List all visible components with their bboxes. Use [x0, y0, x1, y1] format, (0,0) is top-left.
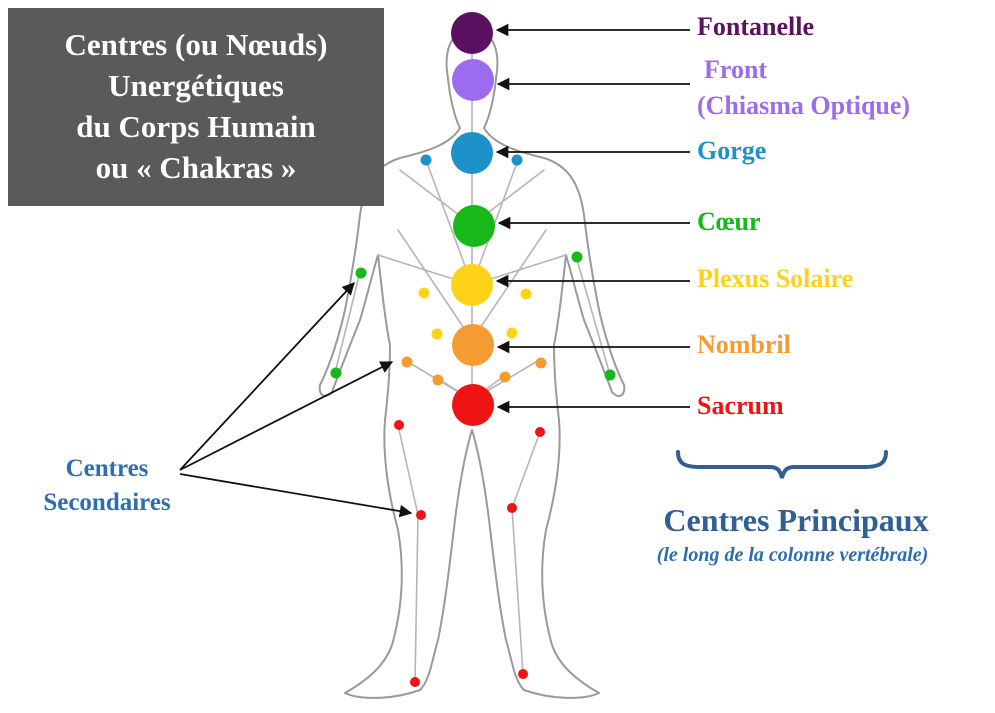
secondary-centre: [535, 357, 547, 369]
centre-nombril: [452, 324, 494, 366]
secondary-centre: [571, 251, 583, 263]
label-front: Front: [704, 55, 768, 84]
centre-gorge: [451, 132, 493, 174]
secondary-centre: [507, 503, 517, 513]
label-sacrum: Sacrum: [697, 391, 784, 420]
secondary-centre: [518, 669, 528, 679]
principal-group-subtitle: (le long de la colonne vertébrale): [656, 544, 929, 566]
centre-sacrum: [452, 384, 494, 426]
label-arrows: [179, 23, 690, 518]
label-nombril: Nombril: [697, 330, 791, 359]
secondary-centre: [418, 287, 430, 299]
principal-brace: [676, 450, 888, 479]
secondary-centre: [420, 154, 432, 166]
centre-front: [452, 59, 494, 101]
centre-fontanelle: [451, 12, 493, 54]
secondary-centre: [416, 510, 426, 520]
principal-centres: [451, 12, 495, 426]
secondary-centres: [330, 154, 616, 687]
secondary-centre: [432, 374, 444, 386]
secondary-centre: [355, 267, 367, 279]
arrow-secondary-wrist: [179, 282, 355, 471]
secondary-centre: [401, 356, 413, 368]
title-box: Centres (ou Nœuds) Unergétiques du Corps…: [8, 8, 384, 206]
label-front-detail: (Chiasma Optique): [697, 91, 911, 120]
secondary-centre: [511, 154, 523, 166]
centre-coeur: [453, 205, 495, 247]
label-plexus-solaire: Plexus Solaire: [697, 264, 854, 293]
arrow-secondary-knee: [179, 473, 413, 518]
label-coeur: Cœur: [697, 207, 761, 236]
secondary-centre: [604, 369, 616, 381]
secondary-line-2: Secondaires: [43, 488, 171, 516]
secondary-centre: [506, 327, 518, 339]
secondary-label: Centres Secondaires: [22, 452, 192, 519]
secondary-line-1: Centres: [65, 455, 149, 482]
centre-plexus-solaire: [451, 264, 493, 306]
secondary-centre: [410, 677, 420, 687]
label-fontanelle: Fontanelle: [697, 12, 814, 41]
title-line: Centres (ou Nœuds): [64, 27, 328, 63]
title-line: du Corps Humain: [76, 109, 316, 144]
secondary-centre: [431, 328, 443, 340]
title-line: Unergétiques: [108, 68, 284, 104]
label-gorge: Gorge: [697, 136, 767, 165]
secondary-centre: [520, 288, 532, 300]
secondary-centre: [394, 420, 404, 430]
body-silhouette: [318, 29, 626, 699]
arrow-secondary-hip: [179, 361, 394, 471]
secondary-centre: [330, 367, 342, 379]
principal-group-title: Centres Principaux: [663, 502, 929, 538]
title-line: ou « Chakras »: [95, 149, 297, 185]
secondary-centre: [535, 427, 545, 437]
secondary-centre: [499, 371, 511, 383]
